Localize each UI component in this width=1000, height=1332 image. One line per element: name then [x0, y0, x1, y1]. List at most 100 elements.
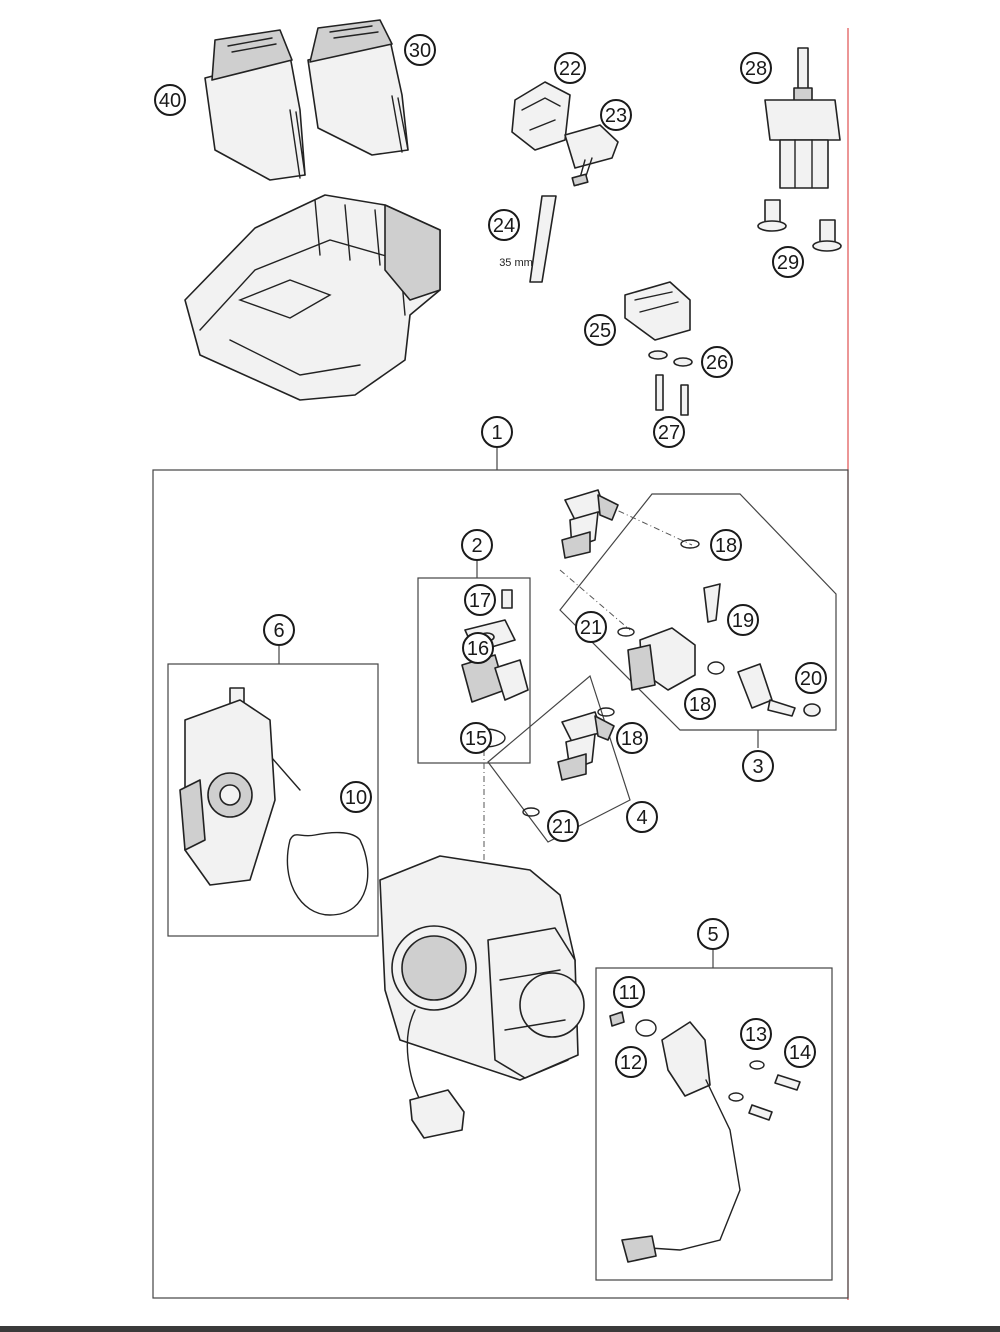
callout-c26: 26 — [701, 346, 733, 378]
ecu-unit-30 — [307, 19, 409, 156]
callout-c23: 23 — [600, 99, 632, 131]
screws-27 — [655, 374, 689, 416]
ecu-holder-tray — [184, 194, 441, 401]
throttle-body — [379, 855, 585, 1139]
bracket-25 — [624, 281, 691, 341]
callout-label: 30 — [409, 40, 431, 62]
callout-c40: 40 — [154, 84, 186, 116]
callout-c24: 24 — [488, 209, 520, 241]
callout-c13: 13 — [740, 1018, 772, 1050]
callout-c25: 25 — [584, 314, 616, 346]
screws-14 — [748, 1074, 801, 1121]
callout-label: 25 — [589, 320, 611, 342]
callout-label: 18 — [621, 728, 643, 750]
oring-18-lower — [597, 707, 615, 717]
callout-label: 27 — [658, 422, 680, 444]
callout-c14: 14 — [784, 1036, 816, 1068]
callout-label: 22 — [559, 58, 581, 80]
screws-29 — [757, 199, 842, 252]
screw-17 — [501, 589, 513, 609]
callout-c6: 6 — [263, 614, 295, 646]
callout-c4: 4 — [626, 801, 658, 833]
callout-label: 13 — [745, 1024, 767, 1046]
callout-c10: 10 — [340, 781, 372, 813]
callout-label: 4 — [636, 807, 647, 829]
callout-label: 10 — [345, 787, 367, 809]
callout-c21b: 21 — [547, 810, 579, 842]
hose-length-note: 35 mm — [499, 257, 533, 269]
callout-label: 20 — [800, 668, 822, 690]
callout-label: 29 — [777, 252, 799, 274]
callout-c18b: 18 — [684, 688, 716, 720]
gasket-10 — [286, 831, 369, 916]
callout-c3: 3 — [742, 750, 774, 782]
group-box-5 — [595, 967, 833, 1281]
hose-24 — [529, 195, 557, 283]
callout-layer: 4030222324282925262712171615610181921182… — [154, 34, 827, 1078]
callout-c29: 29 — [772, 246, 804, 278]
callout-c2: 2 — [461, 529, 493, 561]
parts-11-12 — [609, 1011, 657, 1037]
callout-c16: 16 — [462, 632, 494, 664]
callout-c22: 22 — [554, 52, 586, 84]
oring-21-lower — [522, 807, 540, 817]
callout-label: 3 — [752, 756, 763, 778]
washers-13 — [728, 1060, 765, 1102]
callout-c18a: 18 — [710, 529, 742, 561]
fitting-20 — [737, 663, 821, 717]
group-box-3 — [559, 493, 837, 731]
callout-c28: 28 — [740, 52, 772, 84]
position-sensor-5 — [621, 1021, 741, 1263]
callout-label: 24 — [493, 215, 515, 237]
sensor-23 — [564, 124, 619, 187]
callout-c20: 20 — [795, 662, 827, 694]
callout-c1: 1 — [481, 416, 513, 448]
bottom-bar — [0, 1326, 1000, 1332]
callout-label: 23 — [605, 105, 627, 127]
sensor-28 — [764, 47, 841, 189]
assembly-frame-1 — [152, 469, 849, 1299]
oring-18-top — [680, 539, 700, 549]
callout-c30: 30 — [404, 34, 436, 66]
oring-21-top — [617, 627, 635, 637]
injector-4 — [557, 711, 615, 781]
callout-c21a: 21 — [575, 611, 607, 643]
callout-c15: 15 — [460, 722, 492, 754]
callout-c12: 12 — [615, 1046, 647, 1078]
oring-18-mid — [707, 661, 725, 675]
callout-label: 21 — [580, 617, 602, 639]
callout-label: 26 — [706, 352, 728, 374]
injector-top — [561, 489, 619, 559]
callout-c11: 11 — [613, 976, 645, 1008]
callout-label: 16 — [467, 638, 489, 660]
pressure-regulator-3 — [627, 627, 696, 691]
ecu-unit-40 — [204, 29, 306, 181]
screw-19 — [703, 583, 721, 623]
callout-label: 18 — [689, 694, 711, 716]
washers-26 — [648, 350, 693, 367]
callout-label: 28 — [745, 58, 767, 80]
callout-label: 2 — [471, 535, 482, 557]
connector-22 — [511, 81, 571, 151]
callout-label: 5 — [707, 924, 718, 946]
callout-label: 40 — [159, 90, 181, 112]
callout-label: 6 — [273, 620, 284, 642]
callout-label: 12 — [620, 1052, 642, 1074]
callout-label: 11 — [619, 982, 640, 1004]
callout-c18c: 18 — [616, 722, 648, 754]
callout-label: 21 — [552, 816, 574, 838]
callout-label: 19 — [732, 610, 754, 632]
callout-c5: 5 — [697, 918, 729, 950]
callout-label: 18 — [715, 535, 737, 557]
throttle-sensor-6 — [179, 687, 301, 886]
callout-label: 1 — [491, 422, 502, 444]
group-box-2 — [417, 577, 531, 764]
callout-label: 14 — [789, 1042, 811, 1064]
callout-c19: 19 — [727, 604, 759, 636]
callout-label: 17 — [469, 590, 491, 612]
callout-c17: 17 — [464, 584, 496, 616]
group-box-6 — [167, 663, 379, 937]
callout-label: 15 — [465, 728, 487, 750]
callout-c27: 27 — [653, 416, 685, 448]
